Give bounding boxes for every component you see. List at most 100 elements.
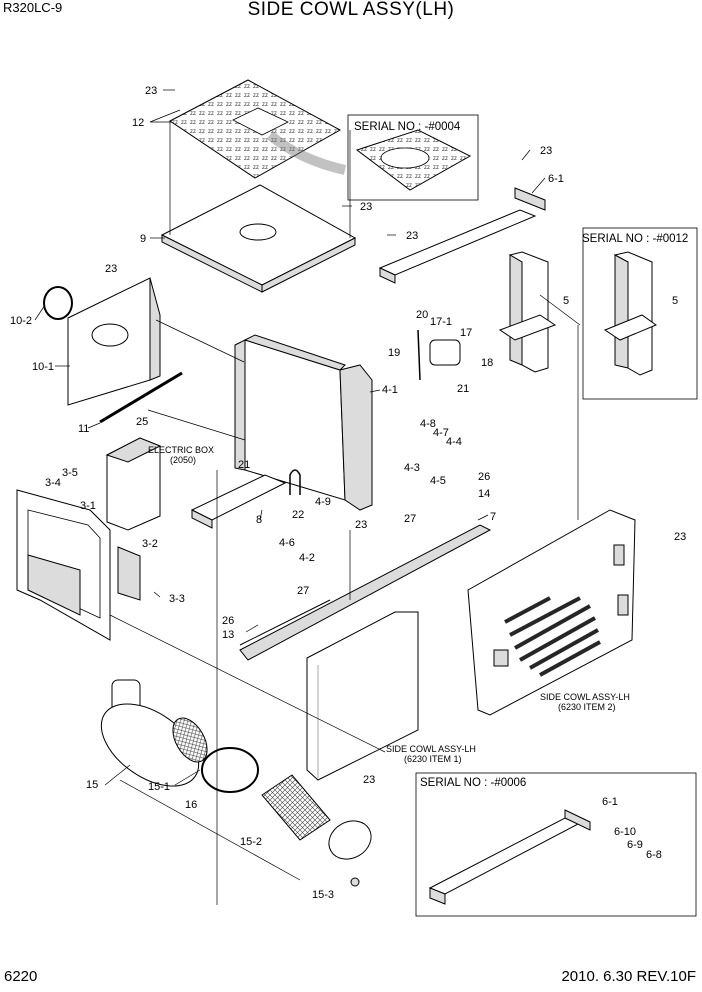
door-frame-panel [27,554,81,616]
callout: 20 [416,309,428,321]
callout: 15-1 [148,781,170,793]
bracket-end [379,267,396,284]
callout: 6-9 [627,839,643,851]
bracket-tab [514,187,546,211]
callout: 13 [222,629,234,641]
callout: 5 [672,295,678,307]
hose-19 [417,329,421,381]
callout: 15-3 [312,889,334,901]
callout: 8 [256,514,262,526]
callout: 27 [297,585,309,597]
callout: 21 [238,459,250,471]
callout: 22 [292,509,304,521]
electric-box-top [105,437,162,463]
rail-7 [239,524,492,661]
callout: 4-3 [404,462,420,474]
bracket-6-1-early-tab [564,809,591,831]
callout: 6-10 [614,826,636,838]
callout: 19 [388,347,400,359]
callout: 23 [674,531,686,543]
callout: 3-1 [80,500,96,512]
serial-label-0006: SERIAL NO : -#0006 [420,777,526,789]
callout: 23 [355,519,367,531]
callout: 26 [478,471,490,483]
u-bolt [289,469,301,495]
tray-8 [190,474,287,521]
callout: 9 [140,233,146,245]
callout: 23 [105,263,117,275]
frame-5-early-shelf [603,314,658,341]
page-title: SIDE COWL ASSY(LH) [247,0,455,20]
callout: 18 [481,357,493,369]
filter-cap-15-3 [328,820,372,860]
cowl-louvers [504,596,601,677]
rod-11 [99,371,183,424]
callout: 4-4 [446,436,462,448]
drain-valve [350,877,360,887]
callout: 12 [132,117,144,129]
side-cowl-door-1 [306,611,419,781]
callout: 7 [490,511,496,523]
callout: 23 [363,774,375,786]
main-frame-top [243,334,346,371]
callout: 10-1 [32,361,54,373]
bracket-6-1-early-end [429,887,446,905]
callout: 4-7 [433,427,449,439]
panel-hole [91,323,129,347]
seal-ring [43,286,73,320]
note-side-cowl-2-ref: (6230 ITEM 2) [558,702,616,712]
callout: 26 [222,615,234,627]
callout: 21 [457,383,469,395]
serial-box-0006 [415,772,697,917]
callout: 16 [185,799,197,811]
callout: 23 [406,230,418,242]
callout: 4-9 [315,496,331,508]
side-panel-edge [149,277,161,381]
rail-13 [239,599,331,646]
callout: 4-8 [420,418,436,430]
floor-plate-edge-2 [261,237,356,293]
callout: 17 [460,327,472,339]
callout: 15-2 [240,836,262,848]
note-side-cowl-2: SIDE COWL ASSY-LH [540,692,630,702]
callout: 6-1 [602,796,618,808]
leader-lines [34,89,581,905]
callout: 3-4 [45,477,61,489]
filter-element-1 [172,717,208,763]
callout: 10-2 [10,315,32,327]
note-side-cowl-1-ref: (6230 ITEM 1) [404,754,462,764]
model-name: R320LC-9 [3,0,63,15]
main-frame-right [339,364,373,511]
callout: 23 [360,201,372,213]
callout: 4-6 [279,537,295,549]
plate-hole [380,147,430,169]
callout: 3-5 [62,467,78,479]
callout: 6-1 [548,173,564,185]
serial-arrow [266,131,347,175]
callout: 5 [563,295,569,307]
plate-opening [232,107,289,136]
callout: 4-1 [382,384,398,396]
callout: 23 [145,85,157,97]
callout: 3-3 [169,593,185,605]
callout: 25 [136,416,148,428]
note-electric-box: ELECTRIC BOX [148,445,214,455]
frame-5-shelf [498,314,557,341]
reservoir-17 [429,339,461,366]
cowl-hinge-2 [617,594,629,616]
page-number: 6220 [4,968,38,985]
filter-element-15-2 [261,774,331,841]
callout: 14 [478,488,490,500]
callout: 3-2 [142,538,158,550]
cover-plate [117,546,141,601]
callout: 4-2 [299,552,315,564]
callout: 11 [78,423,89,435]
callout: 15 [86,779,98,791]
cowl-latch [493,649,509,667]
callout: 17-1 [430,316,452,328]
note-side-cowl-1: SIDE COWL ASSY-LH [386,744,476,754]
callout: 6-8 [646,849,662,861]
frame-5-side [509,254,523,366]
